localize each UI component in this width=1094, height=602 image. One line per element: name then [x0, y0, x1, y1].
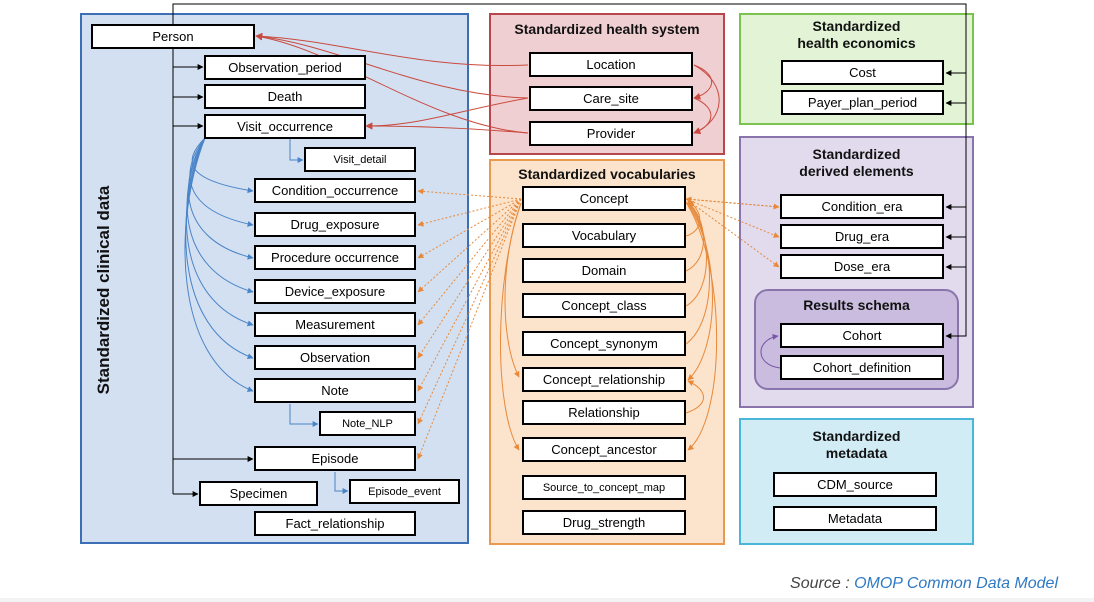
table-death[interactable]: Death	[204, 84, 366, 109]
table-concept-relationship[interactable]: Concept_relationship	[522, 367, 686, 392]
table-fact-relationship[interactable]: Fact_relationship	[254, 511, 416, 536]
table-location[interactable]: Location	[529, 52, 693, 77]
results-link	[760, 333, 781, 369]
source-caption: Source : OMOP Common Data Model	[0, 575, 1058, 593]
source-link[interactable]: OMOP Common Data Model	[854, 575, 1058, 592]
health-system-links	[255, 32, 720, 135]
bottom-divider	[0, 598, 1094, 602]
table-cdm-source[interactable]: CDM_source	[773, 472, 937, 497]
table-payer-plan-period[interactable]: Payer_plan_period	[781, 90, 944, 115]
person-links	[172, 3, 967, 497]
metadata-title: Standardized metadata	[812, 428, 901, 461]
health-economics-title: Standardized health economics	[797, 18, 916, 51]
vocabularies-title: Standardized vocabularies	[518, 166, 696, 182]
table-note[interactable]: Note	[254, 378, 416, 403]
table-concept[interactable]: Concept	[522, 186, 686, 211]
table-concept-ancestor[interactable]: Concept_ancestor	[522, 437, 686, 462]
table-procedure-occurrence[interactable]: Procedure occurrence	[254, 245, 416, 270]
table-person[interactable]: Person	[91, 24, 255, 49]
table-observation-period[interactable]: Observation_period	[204, 55, 366, 80]
table-cost[interactable]: Cost	[781, 60, 944, 85]
table-provider[interactable]: Provider	[529, 121, 693, 146]
table-metadata[interactable]: Metadata	[773, 506, 937, 531]
table-measurement[interactable]: Measurement	[254, 312, 416, 337]
table-dose-era[interactable]: Dose_era	[780, 254, 944, 279]
table-cohort[interactable]: Cohort	[780, 323, 944, 348]
table-device-exposure[interactable]: Device_exposure	[254, 279, 416, 304]
table-visit-occurrence[interactable]: Visit_occurrence	[204, 114, 366, 139]
table-vocabulary[interactable]: Vocabulary	[522, 223, 686, 248]
table-visit-detail[interactable]: Visit_detail	[304, 147, 416, 172]
table-condition-occurrence[interactable]: Condition_occurrence	[254, 178, 416, 203]
table-source-to-concept-map[interactable]: Source_to_concept_map	[522, 475, 686, 500]
table-care-site[interactable]: Care_site	[529, 86, 693, 111]
table-concept-synonym[interactable]: Concept_synonym	[522, 331, 686, 356]
table-cohort-definition[interactable]: Cohort_definition	[780, 355, 944, 380]
source-prefix: Source :	[790, 575, 855, 592]
table-drug-exposure[interactable]: Drug_exposure	[254, 212, 416, 237]
table-episode-event[interactable]: Episode_event	[349, 479, 460, 504]
table-observation[interactable]: Observation	[254, 345, 416, 370]
clinical-links	[184, 137, 349, 494]
table-relationship[interactable]: Relationship	[522, 400, 686, 425]
table-condition-era[interactable]: Condition_era	[780, 194, 944, 219]
table-domain[interactable]: Domain	[522, 258, 686, 283]
derived-elements-title: Standardized derived elements	[799, 146, 914, 179]
table-note-nlp[interactable]: Note_NLP	[319, 411, 416, 436]
vocabulary-links	[417, 188, 780, 460]
table-episode[interactable]: Episode	[254, 446, 416, 471]
table-concept-class[interactable]: Concept_class	[522, 293, 686, 318]
table-drug-era[interactable]: Drug_era	[780, 224, 944, 249]
health-system-title: Standardized health system	[514, 21, 700, 37]
table-specimen[interactable]: Specimen	[199, 481, 318, 506]
vocabulary-internal-links	[500, 200, 718, 451]
table-drug-strength[interactable]: Drug_strength	[522, 510, 686, 535]
results-schema-title: Results schema	[803, 297, 910, 313]
